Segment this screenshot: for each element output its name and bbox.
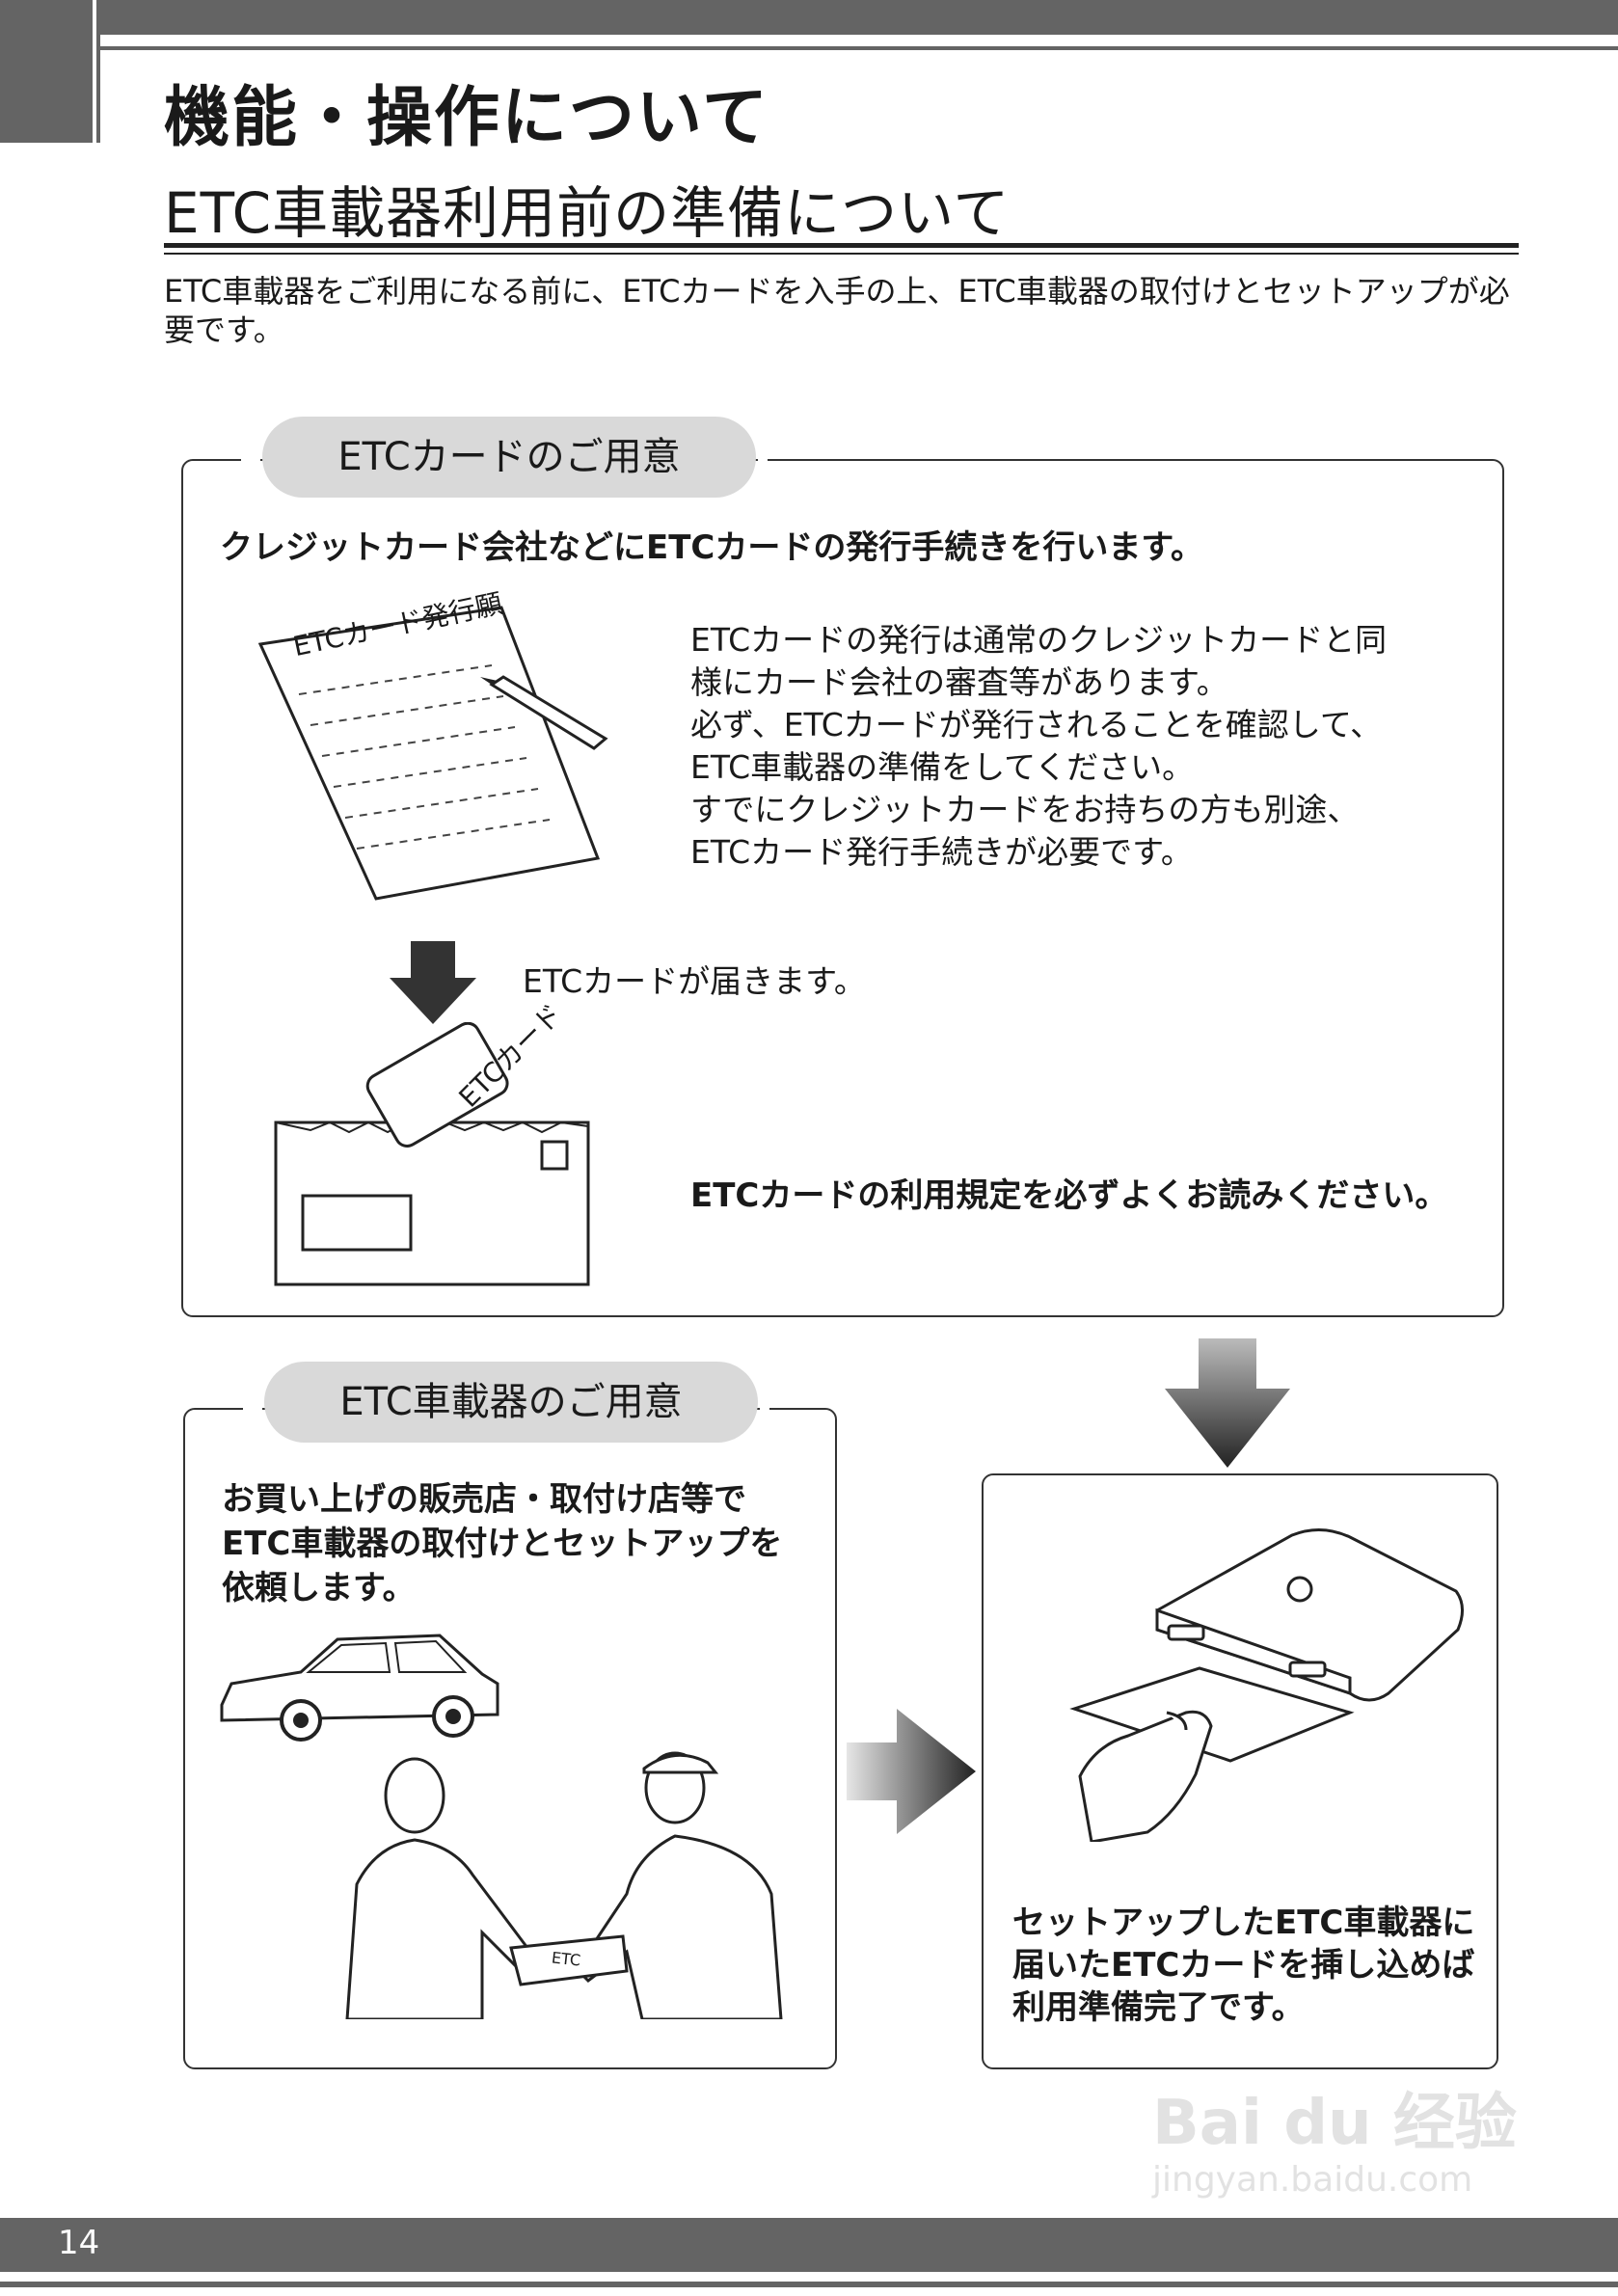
arrive-text: ETCカードが届きます。 xyxy=(523,960,866,1003)
subtitle-rule-thin xyxy=(164,253,1519,255)
envelope-illustration xyxy=(272,1022,600,1292)
card-description-line: ETC車載器の準備をしてください。 xyxy=(690,746,1462,789)
device-lead-line: お買い上げの販売店・取付け店等で xyxy=(222,1477,782,1522)
top-bar xyxy=(0,0,1618,35)
watermark-logo: Bai du 经验 xyxy=(1152,2073,1517,2162)
complete-text: セットアップしたETC車載器に 届いたETCカードを挿し込めば 利用準備完了です… xyxy=(1012,1902,1474,2029)
package-label: ETC xyxy=(551,1948,581,1969)
corner-divider xyxy=(93,0,96,143)
complete-text-line: 届いたETCカードを挿し込めば xyxy=(1012,1944,1474,1986)
card-description-line: ETCカード発行手続きが必要です。 xyxy=(690,831,1462,874)
arrow-down-large-icon xyxy=(1165,1338,1290,1468)
bottom-bar xyxy=(0,2218,1618,2272)
handover-illustration xyxy=(337,1740,800,2019)
device-lead-line: 依頼します。 xyxy=(222,1566,782,1610)
car-illustration xyxy=(212,1630,501,1755)
card-description-line: すでにクレジットカードをお持ちの方も別途、 xyxy=(690,789,1462,831)
pill-gap xyxy=(241,457,260,463)
subtitle-rule xyxy=(164,243,1519,248)
watermark-url: jingyan.baidu.com xyxy=(1152,2160,1472,2200)
card-description-line: 様にカード会社の審査等があります。 xyxy=(690,662,1462,704)
complete-text-line: 利用準備完了です。 xyxy=(1012,1986,1474,2029)
terms-text: ETCカードの利用規定を必ずよくお読みください。 xyxy=(690,1175,1447,1217)
device-lead: お買い上げの販売店・取付け店等で ETC車載器の取付けとセットアップを 依頼しま… xyxy=(222,1477,782,1610)
page-number: 14 xyxy=(58,2224,99,2262)
page-subtitle: ETC車載器利用前の準備について xyxy=(164,168,1010,249)
card-section-pill: ETCカードのご用意 xyxy=(262,417,756,498)
corner-block xyxy=(0,0,100,143)
etc-device-illustration xyxy=(1041,1524,1466,1842)
intro-text: ETC車載器をご利用になる前に、ETCカードを入手の上、ETC車載器の取付けとセ… xyxy=(164,272,1514,349)
pill-gap xyxy=(758,457,768,463)
top-rule xyxy=(0,46,1618,50)
card-lead: クレジットカード会社などにETCカードの発行手続きを行います。 xyxy=(220,527,1203,569)
device-lead-line: ETC車載器の取付けとセットアップを xyxy=(222,1522,782,1566)
device-section-pill: ETC車載器のご用意 xyxy=(264,1362,758,1443)
pill-gap xyxy=(243,1406,262,1412)
card-description: ETCカードの発行は通常のクレジットカードと同 様にカード会社の審査等があります… xyxy=(690,619,1462,874)
complete-text-line: セットアップしたETC車載器に xyxy=(1012,1902,1474,1944)
bottom-rule xyxy=(0,2282,1618,2287)
card-description-line: 必ず、ETCカードが発行されることを確認して、 xyxy=(690,704,1462,746)
card-description-line: ETCカードの発行は通常のクレジットカードと同 xyxy=(690,619,1462,662)
arrow-right-icon xyxy=(847,1709,976,1834)
page-title: 機能・操作について xyxy=(164,64,769,159)
arrow-down-icon xyxy=(390,941,476,1024)
pill-gap xyxy=(760,1406,769,1412)
